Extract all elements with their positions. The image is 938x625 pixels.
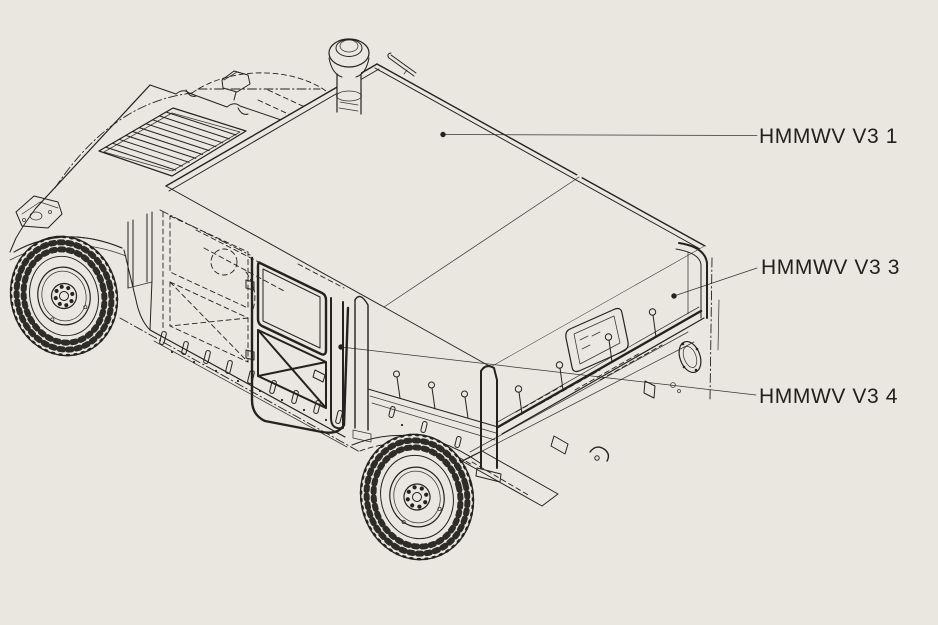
hidden-door-dashed (162, 211, 249, 363)
canvas-rear-panel (491, 242, 708, 435)
leader-line-v3-4 (340, 346, 757, 396)
tie-down-posts (393, 308, 657, 419)
leader-line-v3-1 (442, 134, 758, 136)
taillight (670, 340, 702, 393)
front-fender-arc (13, 236, 123, 253)
tailgate-area (458, 257, 720, 507)
hood-grille (98, 107, 247, 177)
callout-leaders (338, 131, 758, 396)
mirror-bracket (15, 195, 63, 229)
bed-side (119, 308, 657, 453)
antenna-rod (387, 52, 417, 77)
front-wheel (9, 235, 119, 357)
callout-label-hmmwv-v3-3: HMMWV V3 3 (761, 256, 901, 279)
exhaust-stack (328, 38, 370, 116)
callout-label-hmmwv-v3-4: HMMWV V3 4 (759, 385, 899, 408)
leader-line-v3-3 (673, 267, 758, 297)
a-pillar-frame (127, 211, 153, 331)
canvas-top (165, 63, 706, 368)
rear-bumper (461, 435, 610, 507)
callout-label-hmmwv-v3-1: HMMWV V3 1 (759, 125, 899, 148)
rear-wheel (359, 433, 475, 561)
canvas-posts (352, 295, 502, 483)
leader-dot-v3-1 (440, 131, 446, 138)
door (245, 256, 350, 434)
leader-dot-v3-3 (671, 293, 677, 299)
leader-dot-v3-4 (338, 344, 344, 350)
rear-window (565, 307, 629, 373)
